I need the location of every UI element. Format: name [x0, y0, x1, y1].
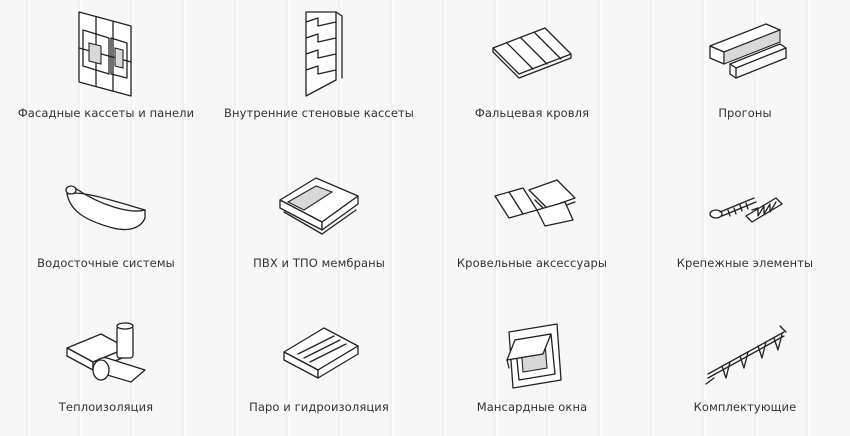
category-vapor-barrier[interactable]: Паро и гидроизоляция — [213, 318, 425, 414]
wall-cassette-icon — [305, 11, 343, 97]
components-icon — [705, 325, 787, 385]
facade-panel-icon — [78, 11, 132, 97]
category-roof-windows[interactable]: Мансардные окна — [426, 318, 638, 414]
seam-roof-icon — [492, 27, 572, 79]
category-purlins[interactable]: Прогоны — [639, 8, 850, 120]
purlin-icon — [709, 23, 787, 79]
roof-accessory-icon — [494, 179, 576, 227]
category-label: Комплектующие — [693, 400, 797, 414]
category-label: Кровельные аксессуары — [456, 256, 608, 270]
gutter-icon — [65, 185, 146, 231]
category-roof-accessories[interactable]: Кровельные аксессуары — [426, 170, 638, 270]
category-label: Водосточные системы — [37, 256, 175, 270]
category-insulation[interactable]: Теплоизоляция — [0, 318, 212, 414]
vapor-barrier-icon — [283, 327, 359, 379]
category-facade-panels[interactable]: Фасадные кассеты и панели — [0, 8, 212, 120]
category-label: Внутренние стеновые кассеты — [224, 106, 414, 120]
category-fasteners[interactable]: Крепежные элементы — [639, 170, 850, 270]
category-label: ПВХ и ТПО мембраны — [253, 256, 385, 270]
category-seam-roof[interactable]: Фальцевая кровля — [426, 8, 638, 120]
category-label: Мансардные окна — [476, 400, 588, 414]
category-label: Теплоизоляция — [58, 400, 154, 414]
category-label: Паро и гидроизоляция — [249, 400, 389, 414]
category-label: Фасадные кассеты и панели — [17, 106, 195, 120]
membrane-icon — [279, 177, 359, 235]
category-gutters[interactable]: Водосточные системы — [0, 170, 212, 270]
category-membranes[interactable]: ПВХ и ТПО мембраны — [213, 170, 425, 270]
insulation-icon — [66, 322, 146, 383]
category-label: Крепежные элементы — [676, 256, 814, 270]
category-components[interactable]: Комплектующие — [639, 318, 850, 414]
roof-window-icon — [506, 323, 562, 389]
category-label: Фальцевая кровля — [474, 106, 590, 120]
category-wall-cassettes[interactable]: Внутренние стеновые кассеты — [213, 8, 425, 120]
fastener-icon — [709, 197, 783, 223]
category-label: Прогоны — [718, 106, 772, 120]
